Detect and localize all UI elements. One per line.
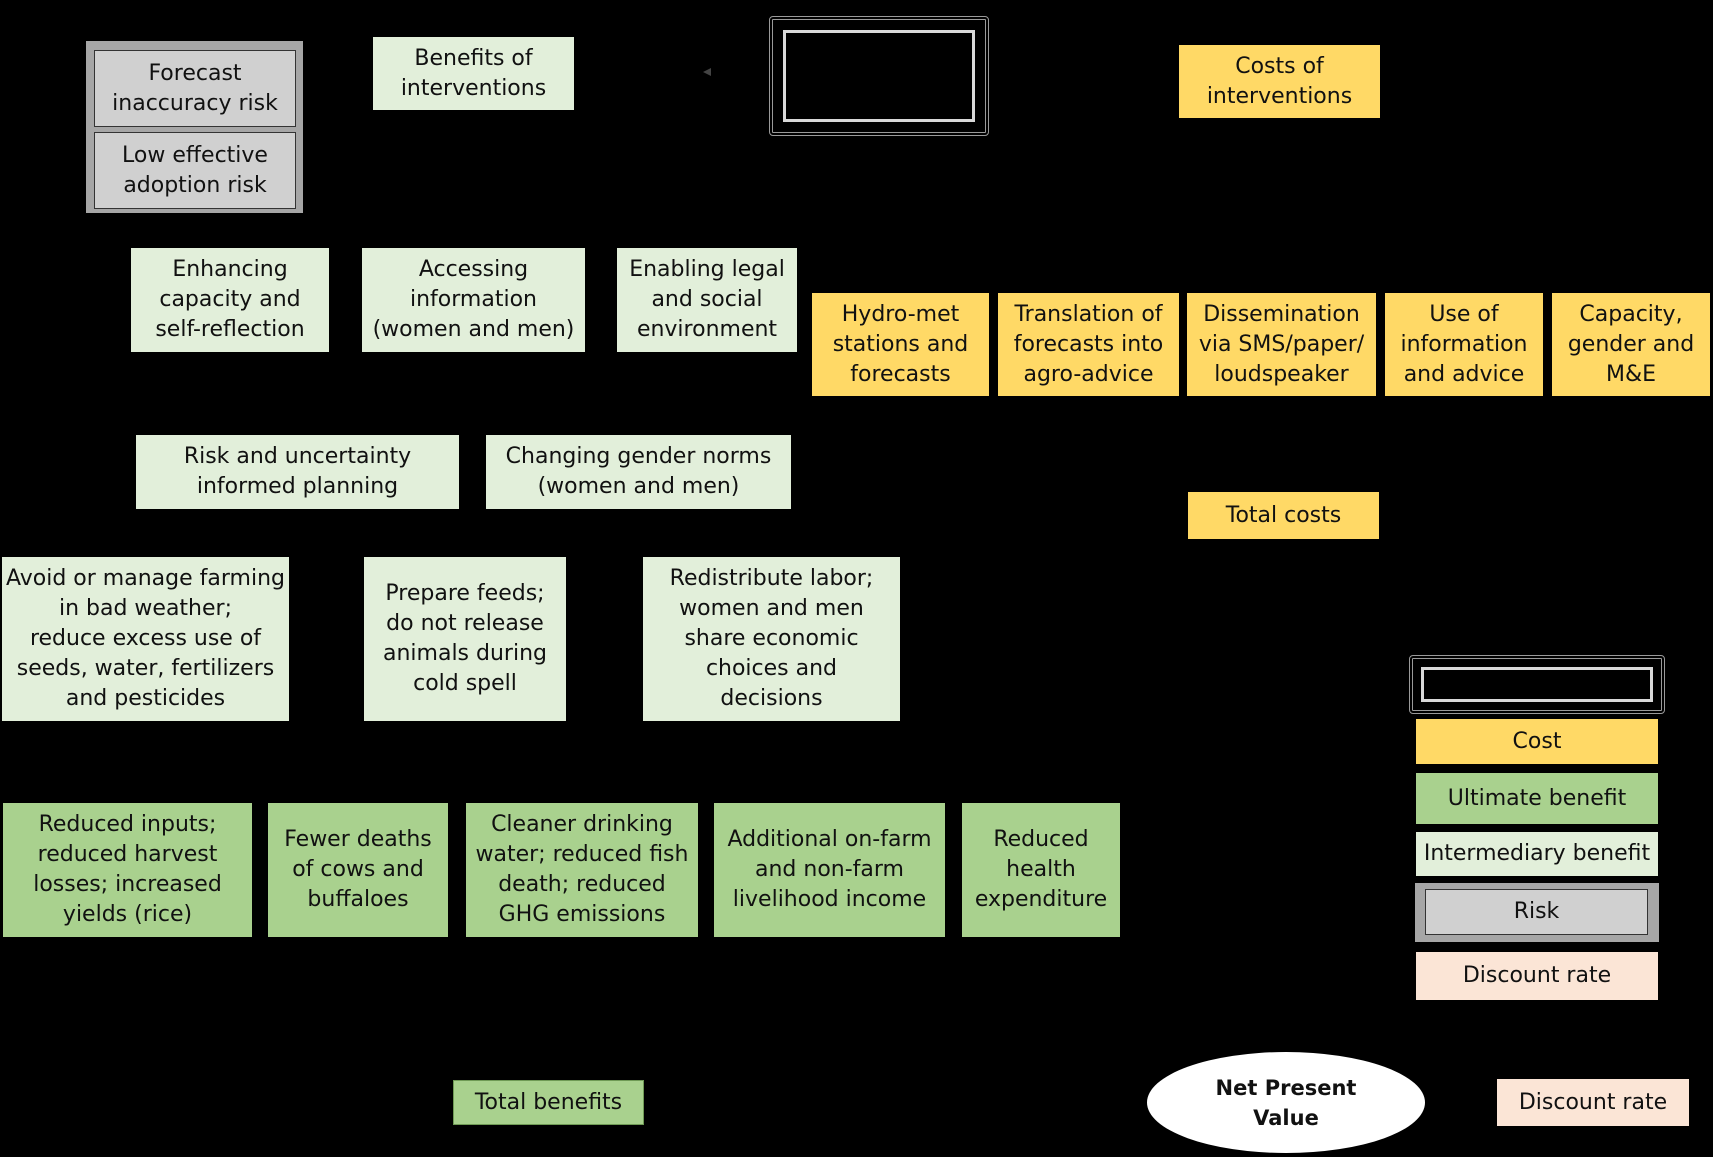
ultimate-cleaner-water: Cleaner drinking water; reduced fish dea…	[466, 803, 698, 937]
legend-title-frame	[1409, 655, 1665, 714]
redistribute-labor: Redistribute labor; women and men share …	[643, 557, 900, 721]
enabling-legal-social: Enabling legal and social environment	[617, 248, 797, 352]
cost-use-of-information: Use of information and advice	[1385, 293, 1543, 396]
legend-intermediary-benefit: Intermediary benefit	[1416, 832, 1658, 876]
ultimate-health-expenditure: Reduced health expenditure	[962, 803, 1120, 937]
legend-risk: Risk	[1425, 889, 1648, 935]
forecast-inaccuracy-risk: Forecast inaccuracy risk	[94, 50, 296, 127]
legend-title-inner	[1421, 667, 1653, 702]
net-present-value: Net Present Value	[1147, 1052, 1425, 1153]
cost-dissemination: Dissemination via SMS/paper/ loudspeaker	[1187, 293, 1376, 396]
benefits-of-interventions: Benefits of interventions	[373, 37, 574, 110]
empty-title-frame	[769, 16, 989, 136]
costs-of-interventions: Costs of interventions	[1179, 45, 1380, 118]
empty-title-inner	[783, 30, 975, 122]
ultimate-additional-income: Additional on-farm and non-farm liveliho…	[714, 803, 945, 937]
avoid-manage-farming: Avoid or manage farming in bad weather; …	[2, 557, 289, 721]
ultimate-reduced-inputs: Reduced inputs; reduced harvest losses; …	[3, 803, 252, 937]
changing-gender-norms: Changing gender norms (women and men)	[486, 435, 791, 509]
legend-cost: Cost	[1416, 719, 1658, 764]
prepare-feeds: Prepare feeds; do not release animals du…	[364, 557, 566, 721]
arrowhead-left	[703, 68, 711, 76]
ultimate-fewer-deaths: Fewer deaths of cows and buffaloes	[268, 803, 448, 937]
total-benefits: Total benefits	[453, 1080, 644, 1125]
cost-hydromet: Hydro-met stations and forecasts	[812, 293, 989, 396]
legend-discount-rate: Discount rate	[1416, 952, 1658, 1000]
accessing-information: Accessing information (women and men)	[362, 248, 585, 352]
enhancing-capacity: Enhancing capacity and self-reflection	[131, 248, 329, 352]
total-costs: Total costs	[1188, 492, 1379, 539]
cost-capacity-gender-me: Capacity, gender and M&E	[1552, 293, 1710, 396]
risk-informed-planning: Risk and uncertainty informed planning	[136, 435, 459, 509]
discount-rate: Discount rate	[1497, 1079, 1689, 1126]
cost-translation: Translation of forecasts into agro-advic…	[998, 293, 1179, 396]
low-adoption-risk: Low effective adoption risk	[94, 132, 296, 209]
legend-ultimate-benefit: Ultimate benefit	[1416, 773, 1658, 824]
